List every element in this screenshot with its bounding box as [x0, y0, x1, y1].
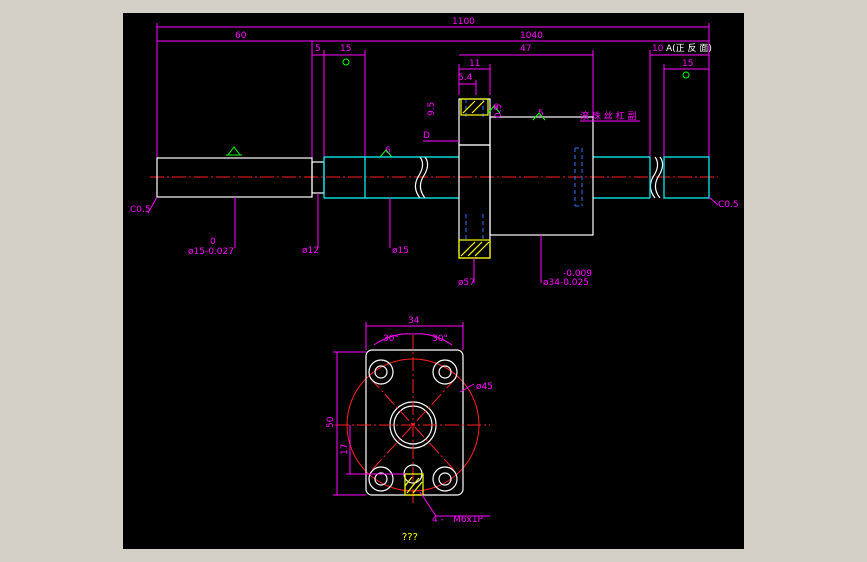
dim-17: 17 — [340, 444, 350, 455]
geometric-tolerance-icon-right — [682, 71, 690, 79]
nut-tol-upper: -0.009 — [563, 269, 592, 279]
dim-9-5: 9.5 — [427, 102, 437, 116]
thread-prefix: 4 - — [432, 515, 444, 525]
dim-60: 60 — [235, 31, 247, 41]
step-dia: ø12 — [302, 246, 319, 256]
flange-dia: ø57 — [458, 278, 475, 288]
view-caption: ??? — [402, 532, 418, 543]
nut-annotations: 9.5 0.5 D 滚 珠 丝 杠 副 — [423, 102, 640, 142]
journal-dia: ø15-0.027 — [188, 247, 234, 257]
roughness-symbols: 6 6 5 — [226, 103, 546, 158]
label-d: D — [423, 131, 430, 141]
note-top-right: A(正 反 面) — [666, 43, 712, 54]
thread-hole: M6x1P — [453, 515, 484, 525]
dim-1040: 1040 — [520, 31, 543, 41]
shaft-bottom-dimensions: C0.5 C0.5 0 ø15-0.027 ø12 ø15 ø57 -0.009… — [130, 193, 739, 288]
drawing-canvas — [123, 13, 744, 549]
flange-end-view — [335, 335, 490, 505]
roughness-5: 5 — [538, 109, 544, 119]
nut-dia: ø34-0.025 — [543, 278, 589, 288]
chamfer-right: C0.5 — [718, 200, 739, 210]
dim-1100: 1100 — [452, 17, 475, 27]
dim-15-right: 15 — [682, 59, 693, 69]
dim-0-5: 0.5 — [494, 104, 504, 118]
angle-right: 30° — [432, 334, 448, 344]
dim-50: 50 — [326, 416, 336, 428]
screw-shaft — [156, 98, 710, 259]
flange-dimensions: 34 30° 30° ø45 50 17 4 - M6x1P ??? — [326, 316, 493, 543]
dim-5: 5 — [315, 44, 321, 54]
angle-left: 30° — [383, 334, 399, 344]
pcd-dia: ø45 — [476, 382, 493, 392]
dim-34: 34 — [408, 316, 420, 326]
geometric-tolerance-icon — [342, 58, 350, 66]
dim-47: 47 — [520, 44, 531, 54]
chamfer-left: C0.5 — [130, 205, 151, 215]
dim-10: 10 — [652, 44, 664, 54]
roughness-6a: 6 — [385, 146, 391, 156]
dim-11: 11 — [469, 59, 480, 69]
dim-15-left: 15 — [340, 44, 351, 54]
dim-5-4: 5.4 — [458, 73, 473, 83]
top-dimensions: 1100 60 1040 5 15 47 11 5.4 10 A(正 反 面) … — [156, 17, 712, 160]
note-nut: 滚 珠 丝 杠 副 — [580, 110, 636, 122]
journal-tol-upper: 0 — [210, 237, 216, 247]
thread-dia: ø15 — [392, 246, 409, 256]
